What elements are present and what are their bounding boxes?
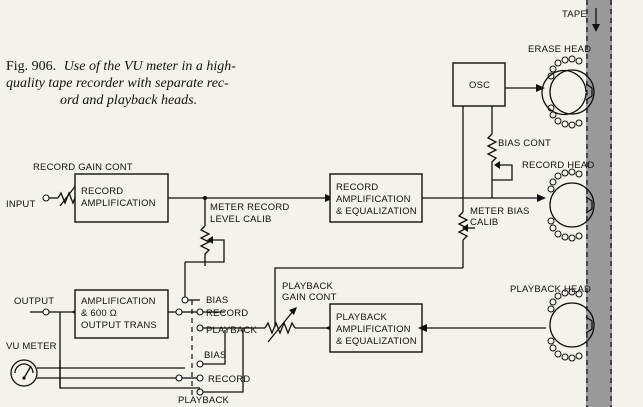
input-terminal (42, 194, 50, 202)
output-terminal (42, 308, 50, 316)
switch1-bias-terminal (181, 296, 189, 304)
eq-to-record-head-arrow-icon (537, 194, 546, 202)
rec-eq-line3: & EQUALIZATION (336, 206, 417, 217)
switch1-bias-label: BIAS (206, 295, 228, 306)
switch1-playback-label: PLAYBACK (206, 325, 258, 336)
meter-bias-to-switch-wire (274, 267, 463, 327)
output-amplification-box (74, 289, 169, 339)
erase-head-icon (541, 55, 595, 129)
switch2-bias-label: BIAS (204, 350, 226, 361)
tape-strip (586, 0, 612, 407)
pb-eq-line3: & EQUALIZATION (336, 336, 417, 347)
meter-record-label-1: METER RECORD (210, 202, 289, 213)
switch1-record-terminal (196, 308, 204, 316)
playback-eq-box (329, 303, 423, 353)
playback-head-label: PLAYBACK HEAD (510, 284, 591, 295)
osc-to-erase-arrow-icon (536, 84, 545, 92)
erase-head-core (541, 69, 587, 116)
amp-out-line1: AMPLIFICATION (81, 296, 156, 307)
meter-record-label-2: LEVEL CALIB (210, 214, 272, 225)
osc-box (452, 62, 506, 107)
vu-meter-label: VU METER (6, 341, 57, 352)
switch2-playback-label: PLAYBACK (178, 395, 230, 406)
caption-line-3: ord and playback heads. (60, 93, 197, 108)
bias-cont-wiper (492, 164, 513, 181)
tape-label: TAPE (562, 9, 587, 20)
playback-gain-label-1: PLAYBACK (282, 281, 334, 292)
input-label: INPUT (6, 199, 36, 210)
amp-out-line2: & 600 Ω (81, 308, 117, 319)
output-to-record-wire (59, 312, 200, 389)
meter-bias-label-1: METER BIAS (470, 206, 530, 217)
playback-gain-label-2: GAIN CONT (282, 292, 337, 303)
switch2-common (175, 374, 183, 382)
switch1-record-label: RECORD (206, 308, 248, 319)
erase-head-label: ERASE HEAD (528, 44, 591, 55)
record-head-label: RECORD HEAD (522, 160, 594, 171)
record-amplification-box (74, 173, 169, 223)
meter-record-pot-icon (199, 225, 211, 266)
meter-bias-label-2: CALIB (470, 217, 498, 228)
osc-label: OSC (469, 80, 490, 91)
rec-eq-line2: AMPLIFICATION (336, 194, 411, 205)
output-label: OUTPUT (14, 296, 54, 307)
bias-cont-label: BIAS CONT (498, 138, 551, 149)
tape: TAPE (562, 0, 612, 407)
playback-gain-pot-icon (264, 321, 296, 335)
caption-line-2: quality tape recorder with separate rec- (6, 76, 229, 91)
caption-text-1: Use of the VU meter in a high- (64, 59, 237, 74)
switch2-record-label: RECORD (208, 374, 250, 385)
pb-eq-line2: AMPLIFICATION (336, 324, 411, 335)
record-gain-cont-label: RECORD GAIN CONT (33, 162, 133, 173)
record-amp-line1: RECORD (81, 186, 123, 197)
vu-meter-icon (10, 359, 38, 387)
meter-bias-pot-icon (457, 211, 469, 268)
record-amp-line2: AMPLIFICATION (81, 198, 156, 209)
caption-fig-label: Fig. 906. (6, 59, 56, 74)
switch2-bias-terminal (196, 360, 204, 368)
switch2-record-terminal (196, 374, 204, 382)
amp-out-line3: OUTPUT TRANS (81, 320, 157, 331)
head-to-eq-arrow-icon (418, 324, 427, 332)
bias-cont-resistor-icon (486, 133, 498, 180)
record-head-icon (547, 168, 595, 242)
pb-eq-line1: PLAYBACK (336, 312, 388, 323)
caption-line-1: Fig. 906. Use of the VU meter in a high- (6, 59, 236, 74)
rec-eq-line1: RECORD (336, 182, 378, 193)
tape-direction-arrow-icon (592, 24, 600, 32)
playback-head-icon (547, 288, 595, 362)
switch1-common (175, 308, 183, 316)
switch1-playback-terminal (196, 324, 204, 332)
